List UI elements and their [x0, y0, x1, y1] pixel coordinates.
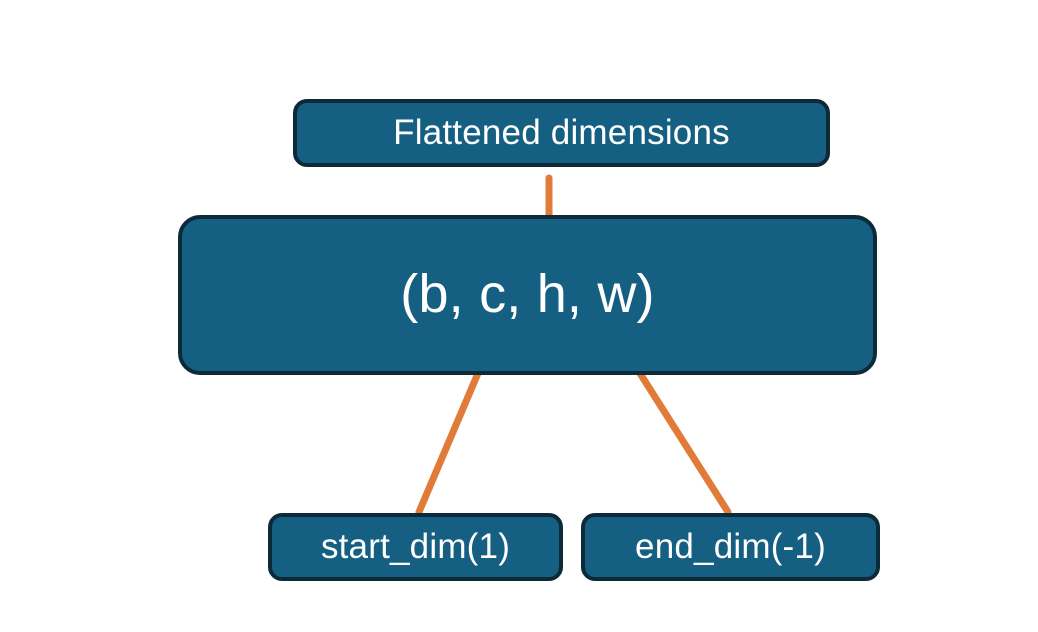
start-dim-label: start_dim(1) — [320, 526, 511, 566]
start-dim-box: start_dim(1) — [268, 513, 563, 581]
end-dim-box: end_dim(-1) — [581, 513, 880, 581]
tensor-shape-label: (b, c, h, w) — [400, 264, 655, 324]
flattened-dimensions-box: Flattened dimensions — [293, 99, 830, 167]
flattened-dimensions-label: Flattened dimensions — [393, 112, 730, 152]
tensor-shape-box: (b, c, h, w) — [178, 215, 877, 375]
end-dim-label: end_dim(-1) — [635, 526, 826, 566]
